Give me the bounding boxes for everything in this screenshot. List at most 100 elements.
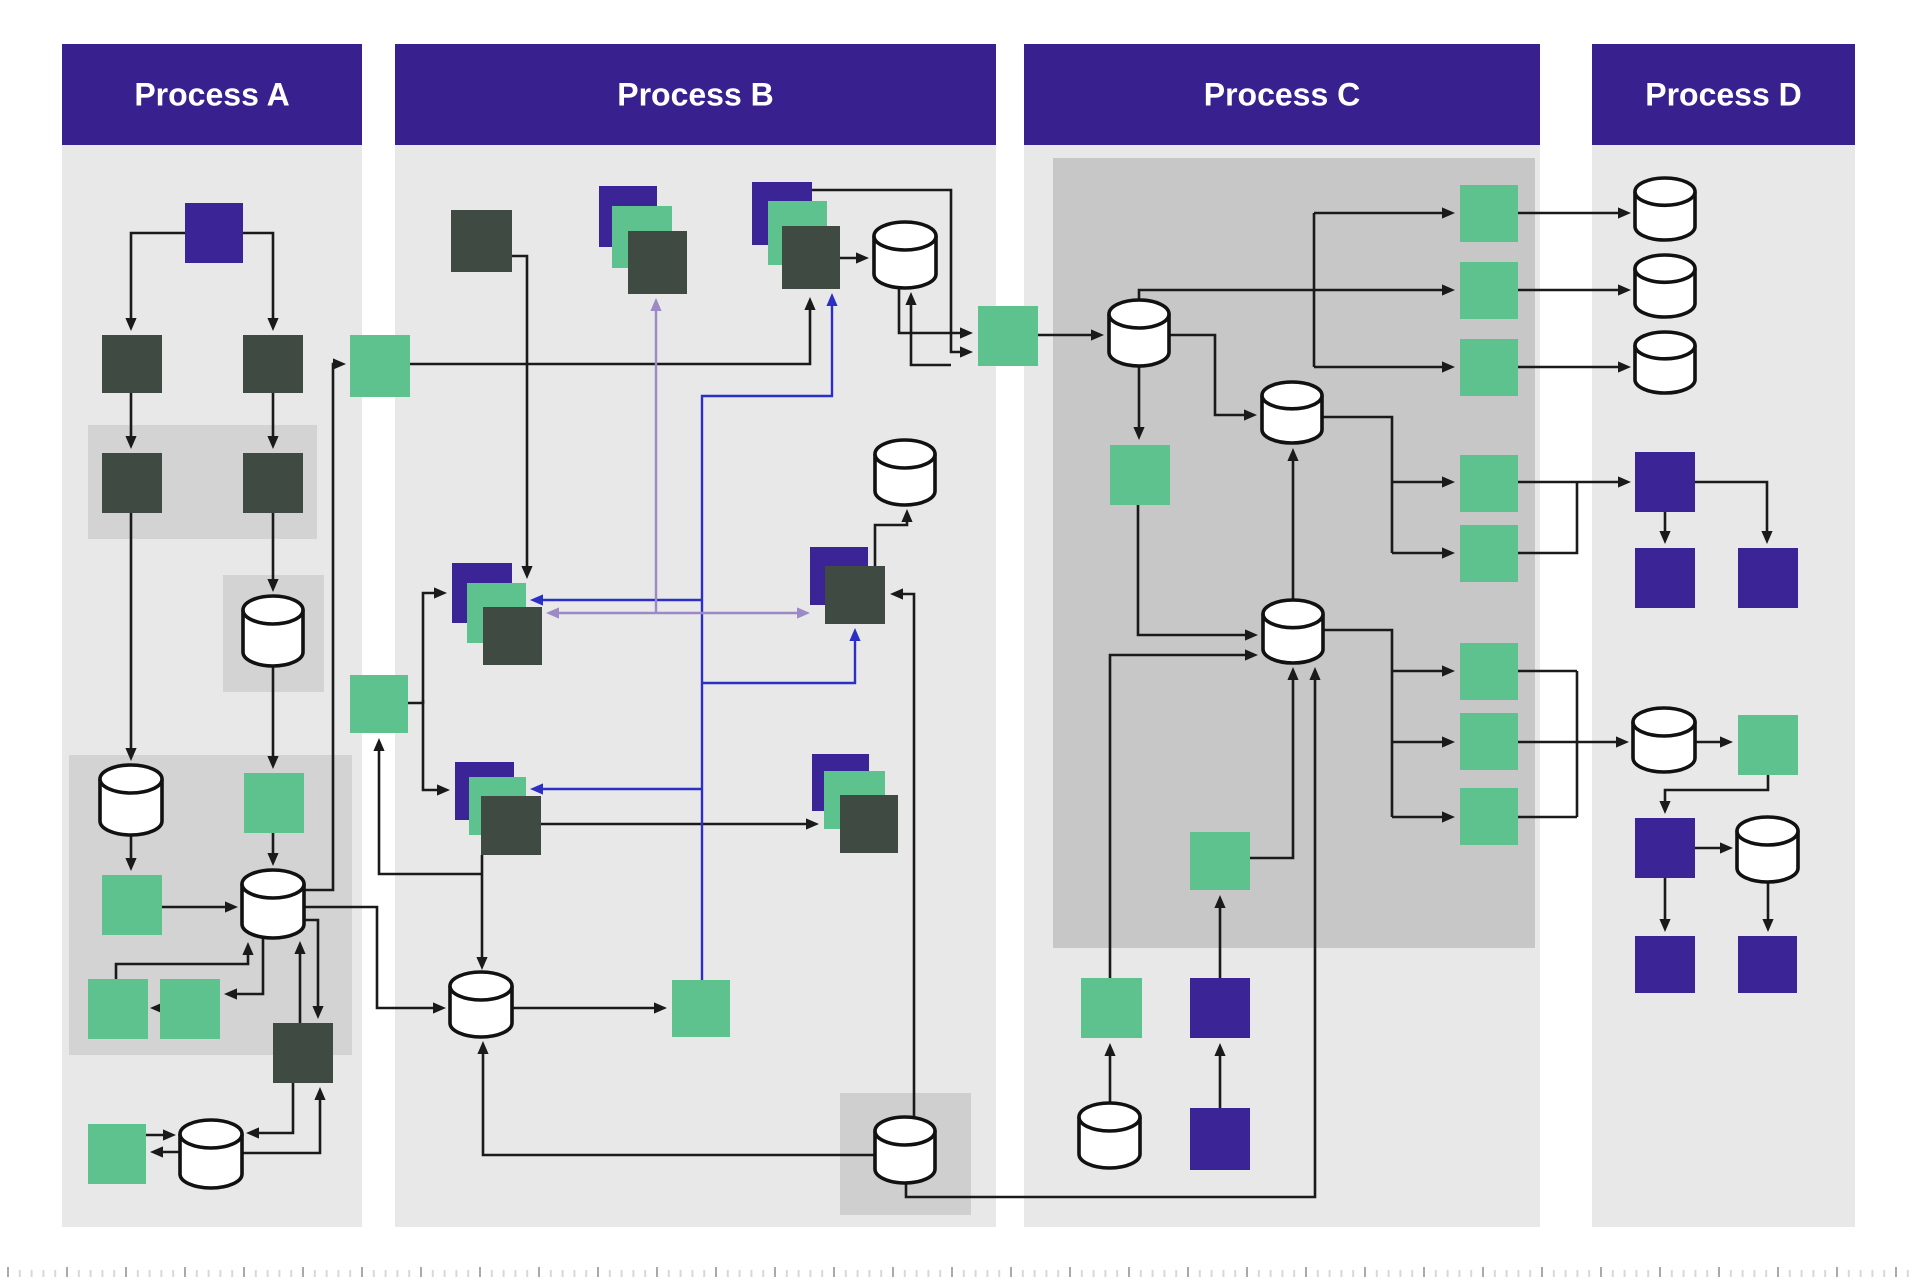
node-a-start [185,203,243,263]
arrowhead-icon [1761,531,1773,544]
lane-header-label-c: Process C [1204,77,1361,113]
arrowhead-icon [960,327,973,339]
node-c-task-1 [1190,978,1250,1038]
database-icon [1633,253,1697,285]
edge-e-b3 [812,188,963,354]
edge-e-b7 [408,591,437,705]
arrowhead-icon [1442,284,1455,296]
arrowhead-icon [373,738,385,751]
lane-header-label-b: Process B [617,77,774,113]
node-c-out-2 [1460,262,1518,319]
arrowhead-icon [1309,667,1321,680]
arrowhead-icon [1442,547,1455,559]
arrowhead-icon [225,901,238,913]
arrowhead-icon [901,509,913,522]
node-c-out-1 [1460,185,1518,242]
database-icon [873,438,937,470]
node-b-doc1-front [628,231,687,294]
arrowhead-icon [1762,919,1774,932]
arrowhead-icon [806,818,819,830]
node-conn-ab-1 [350,335,410,397]
arrowhead-icon [294,941,306,954]
edge-e-c9 [1136,505,1248,637]
node-d-task-6 [1738,936,1797,993]
arrowhead-icon [804,297,816,310]
edge-e-a17 [242,1097,322,1155]
database-icon [1077,1101,1142,1133]
arrowhead-icon [1214,895,1226,908]
arrowhead-icon [1720,842,1733,854]
arrowhead-icon [1659,801,1671,814]
arrowhead-icon [1442,736,1455,748]
node-b-doc4-front [481,796,541,855]
edge-e-a21 [304,905,436,1010]
edge-e-a14 [304,918,320,1009]
node-a-step-4 [160,979,220,1039]
node-c-step-2 [1190,832,1250,890]
node-a-task-2 [243,335,303,393]
arrowhead-icon [267,579,279,592]
arrowhead-icon [521,566,533,579]
edge-e-a2 [243,231,275,321]
edge-e-b17 [700,303,834,980]
arrowhead-icon [1616,736,1629,748]
node-d-task-5 [1635,936,1695,993]
arrowhead-icon [267,318,279,331]
lane-header-a [62,44,362,145]
arrowhead-icon [267,436,279,449]
database-icon [872,220,938,252]
arrowhead-icon [1245,649,1258,661]
arrowhead-icon [433,1002,446,1014]
database-icon [241,594,305,626]
arrowhead-icon [150,1146,163,1158]
edge-e-c19 [1250,677,1295,860]
arrowhead-icon [797,607,810,619]
node-a-task-4 [243,453,303,513]
edge-e-b13 [481,1051,875,1157]
node-a-step-1 [244,773,304,833]
database-icon [1633,330,1697,361]
arrowhead-icon [246,1127,259,1139]
edge-e-c12 [1322,415,1394,553]
arrowhead-icon [333,358,346,370]
arrowhead-icon [1287,448,1299,461]
arrowhead-icon [267,756,279,769]
edge-e-b10 [377,748,482,876]
arrowhead-icon [650,298,662,311]
arrowhead-icon [1133,427,1145,440]
node-c-out-8 [1460,788,1518,845]
arrowhead-icon [224,988,237,1000]
node-a-step-2 [102,875,162,935]
node-c-task-2 [1190,1108,1250,1170]
database-icon [448,970,514,1002]
node-c-out-7 [1460,713,1518,770]
edge-e-b4 [909,302,951,367]
edge-e-a1 [129,231,185,321]
edge-e-b14 [900,592,916,1117]
arrowhead-icon [530,783,543,795]
arrowhead-icon [1442,811,1455,823]
arrowhead-icon [163,1129,176,1141]
node-a-task-5 [273,1023,333,1083]
arrowhead-icon [125,858,137,871]
arrowhead-icon [1618,284,1631,296]
node-d-task-1 [1635,452,1695,512]
arrowhead-icon [1245,629,1258,641]
database-icon [1260,380,1324,411]
arrowhead-icon [654,1002,667,1014]
edge-e-c10 [1108,653,1248,978]
database-icon [1631,706,1697,738]
arrowhead-icon [267,853,279,866]
arrowhead-icon [826,293,838,306]
arrowhead-icon [1442,665,1455,677]
node-a-task-3 [102,453,162,513]
database-icon [1633,176,1697,208]
arrowhead-icon [434,587,447,599]
node-b-doc5-front [825,566,885,624]
arrowhead-icon [1287,667,1299,680]
node-c-out-3 [1460,339,1518,396]
arrowhead-icon [125,318,137,331]
arrowhead-icon [530,594,543,606]
database-icon [1261,598,1325,630]
